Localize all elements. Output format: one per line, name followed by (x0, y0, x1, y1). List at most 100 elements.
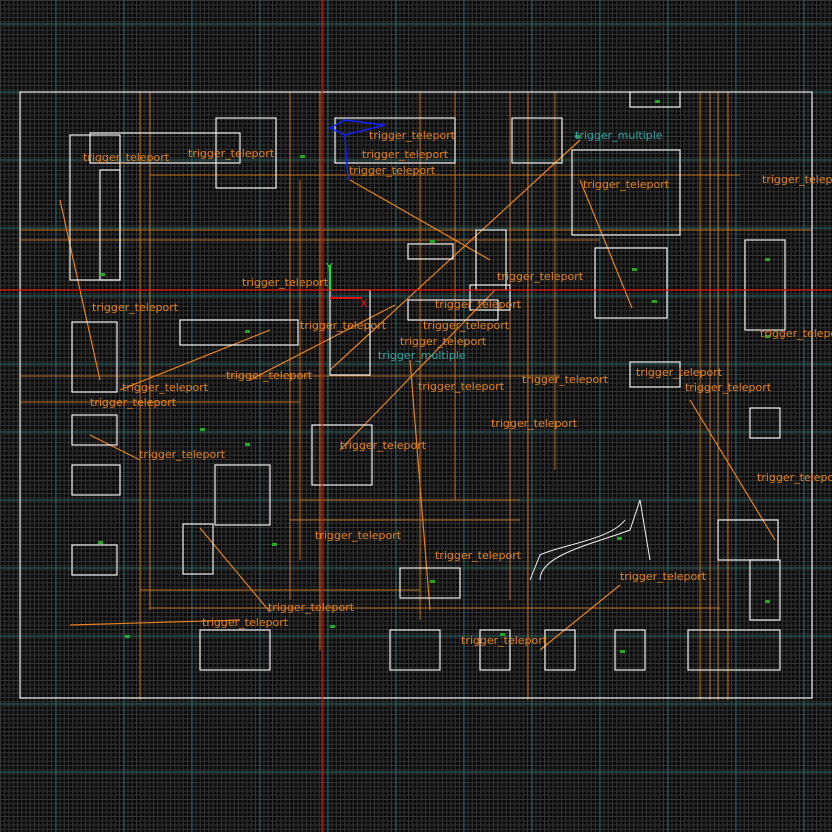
teleport-link (89, 434, 141, 461)
entity-label[interactable]: trigger_teleport (400, 335, 487, 348)
teleport-link (199, 527, 271, 613)
entity-label[interactable]: trigger_teleport (423, 319, 510, 332)
teleport-link (689, 399, 776, 541)
entity-marker (200, 428, 205, 431)
entity-marker (620, 650, 625, 653)
brush (71, 414, 118, 446)
entity-label[interactable]: trigger_teleport (583, 178, 670, 191)
entity-marker (632, 268, 637, 271)
entity-label[interactable]: trigger_teleport (522, 373, 609, 386)
entity-label[interactable]: trigger_teleport (636, 366, 723, 379)
brush (214, 464, 271, 526)
teleport-link (329, 139, 581, 371)
brush (399, 567, 461, 599)
entity-marker (617, 537, 622, 540)
entity-label[interactable]: trigger_teleport (226, 369, 313, 382)
brush (334, 117, 456, 164)
entity-marker (430, 240, 435, 243)
brush (71, 464, 121, 496)
brush (629, 91, 681, 108)
entity-label[interactable]: trigger_teleport (369, 129, 456, 142)
entity-label[interactable]: trigger_teleport (188, 147, 275, 160)
brush (71, 321, 118, 393)
brush (182, 523, 214, 575)
teleport-link (349, 179, 491, 261)
entity-label[interactable]: trigger_teleport (418, 380, 505, 393)
entity-label[interactable]: trigger_teleport (497, 270, 584, 283)
teleport-link (69, 619, 241, 626)
entity-label[interactable]: trigger_teleport (362, 148, 449, 161)
entity-label[interactable]: trigger_teleport (242, 276, 329, 289)
axis-y-label: Y (326, 261, 333, 274)
brush (749, 559, 781, 621)
entity-label[interactable]: trigger_teleport (491, 417, 578, 430)
brush (544, 629, 576, 671)
entity-label[interactable]: trigger_teleport (340, 439, 427, 452)
brush (629, 361, 681, 388)
entity-label[interactable]: trigger_teleport (83, 151, 170, 164)
teleport-link (339, 289, 496, 451)
entity-marker (500, 633, 505, 636)
entity-label[interactable]: trigger_teleport (461, 634, 548, 647)
brush (407, 243, 454, 260)
brush (19, 91, 813, 699)
brush (717, 519, 779, 561)
entity-label[interactable]: trigger_multiple (575, 129, 663, 142)
brush (311, 424, 373, 486)
brush (199, 629, 271, 671)
entity-label[interactable]: trigger_teleport (685, 381, 772, 394)
teleport-link (119, 329, 271, 391)
entity-label[interactable]: trigger_teleport (122, 381, 209, 394)
brush (89, 132, 241, 164)
curved-brush (529, 499, 651, 581)
brush (744, 239, 786, 331)
brush (479, 629, 511, 671)
entity-marker (765, 600, 770, 603)
entity-marker (100, 273, 105, 276)
teleport-link (579, 179, 633, 309)
entity-label[interactable]: trigger_teleport (139, 448, 226, 461)
entity-marker (575, 135, 580, 138)
axis-x-label: X (360, 297, 368, 310)
entity-marker (98, 541, 103, 544)
entity-label[interactable]: trigger_teleport (300, 319, 387, 332)
brush (571, 149, 681, 236)
entity-marker (330, 625, 335, 628)
brush (389, 629, 441, 671)
entity-label[interactable]: trigger_teleport (315, 529, 402, 542)
entity-marker (765, 335, 770, 338)
entity-label[interactable]: trigger_teleport (90, 396, 177, 409)
brush (407, 299, 499, 321)
entity-label[interactable]: trigger_teleport (268, 601, 355, 614)
entity-marker (125, 635, 130, 638)
brush (99, 169, 121, 281)
entity-marker (300, 155, 305, 158)
teleport-link (539, 584, 621, 651)
entity-label[interactable]: trigger_teleport (760, 327, 832, 340)
selected-brush (328, 119, 386, 181)
entity-label[interactable]: trigger_teleport (757, 471, 832, 484)
entity-label[interactable]: trigger_teleport (620, 570, 707, 583)
entity-marker (245, 443, 250, 446)
entity-label[interactable]: trigger_teleport (92, 301, 179, 314)
entity-marker (430, 580, 435, 583)
entity-marker (245, 330, 250, 333)
entity-label[interactable]: trigger_multiple (378, 349, 466, 362)
entity-marker (272, 543, 277, 546)
brush (511, 117, 563, 164)
brush (687, 629, 781, 671)
brush (594, 247, 668, 319)
entity-label[interactable]: trigger_teleport (349, 164, 436, 177)
entity-label[interactable]: trigger_teleport (762, 173, 832, 186)
entity-marker (652, 300, 657, 303)
brush (71, 544, 118, 576)
brush (179, 319, 299, 346)
entity-label[interactable]: trigger_teleport (435, 549, 522, 562)
entity-label[interactable]: trigger_teleport (435, 298, 522, 311)
entity-marker (655, 100, 660, 103)
brush (469, 284, 511, 311)
entity-label[interactable]: trigger_teleport (202, 616, 289, 629)
